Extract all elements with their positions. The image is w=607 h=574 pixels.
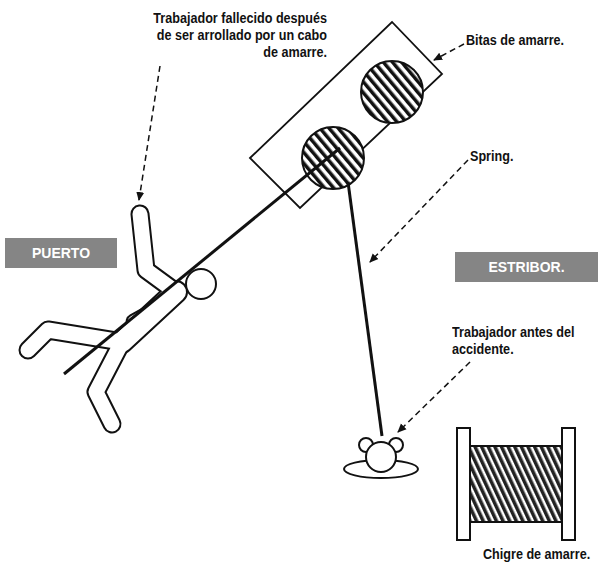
side-label-band: PUERTO <box>5 238 117 268</box>
worker-top-view <box>344 438 418 478</box>
band-text: PUERTO <box>32 245 90 261</box>
callout-text: Trabajador fallecido después de ser arro… <box>143 10 328 61</box>
band-text: ESTRIBOR. <box>488 259 564 275</box>
leader-lines <box>139 44 470 432</box>
spring-line <box>348 182 382 436</box>
fallen-worker <box>28 214 216 424</box>
mooring-winch <box>457 428 575 540</box>
side-label-band: ESTRIBOR. <box>455 252 598 282</box>
part-label: Spring. <box>470 148 560 165</box>
part-label: Chigre de amarre. <box>483 546 595 563</box>
part-label: Bitas de amarre. <box>466 32 592 49</box>
callout-text: Trabajador antes del accidente. <box>452 324 587 358</box>
